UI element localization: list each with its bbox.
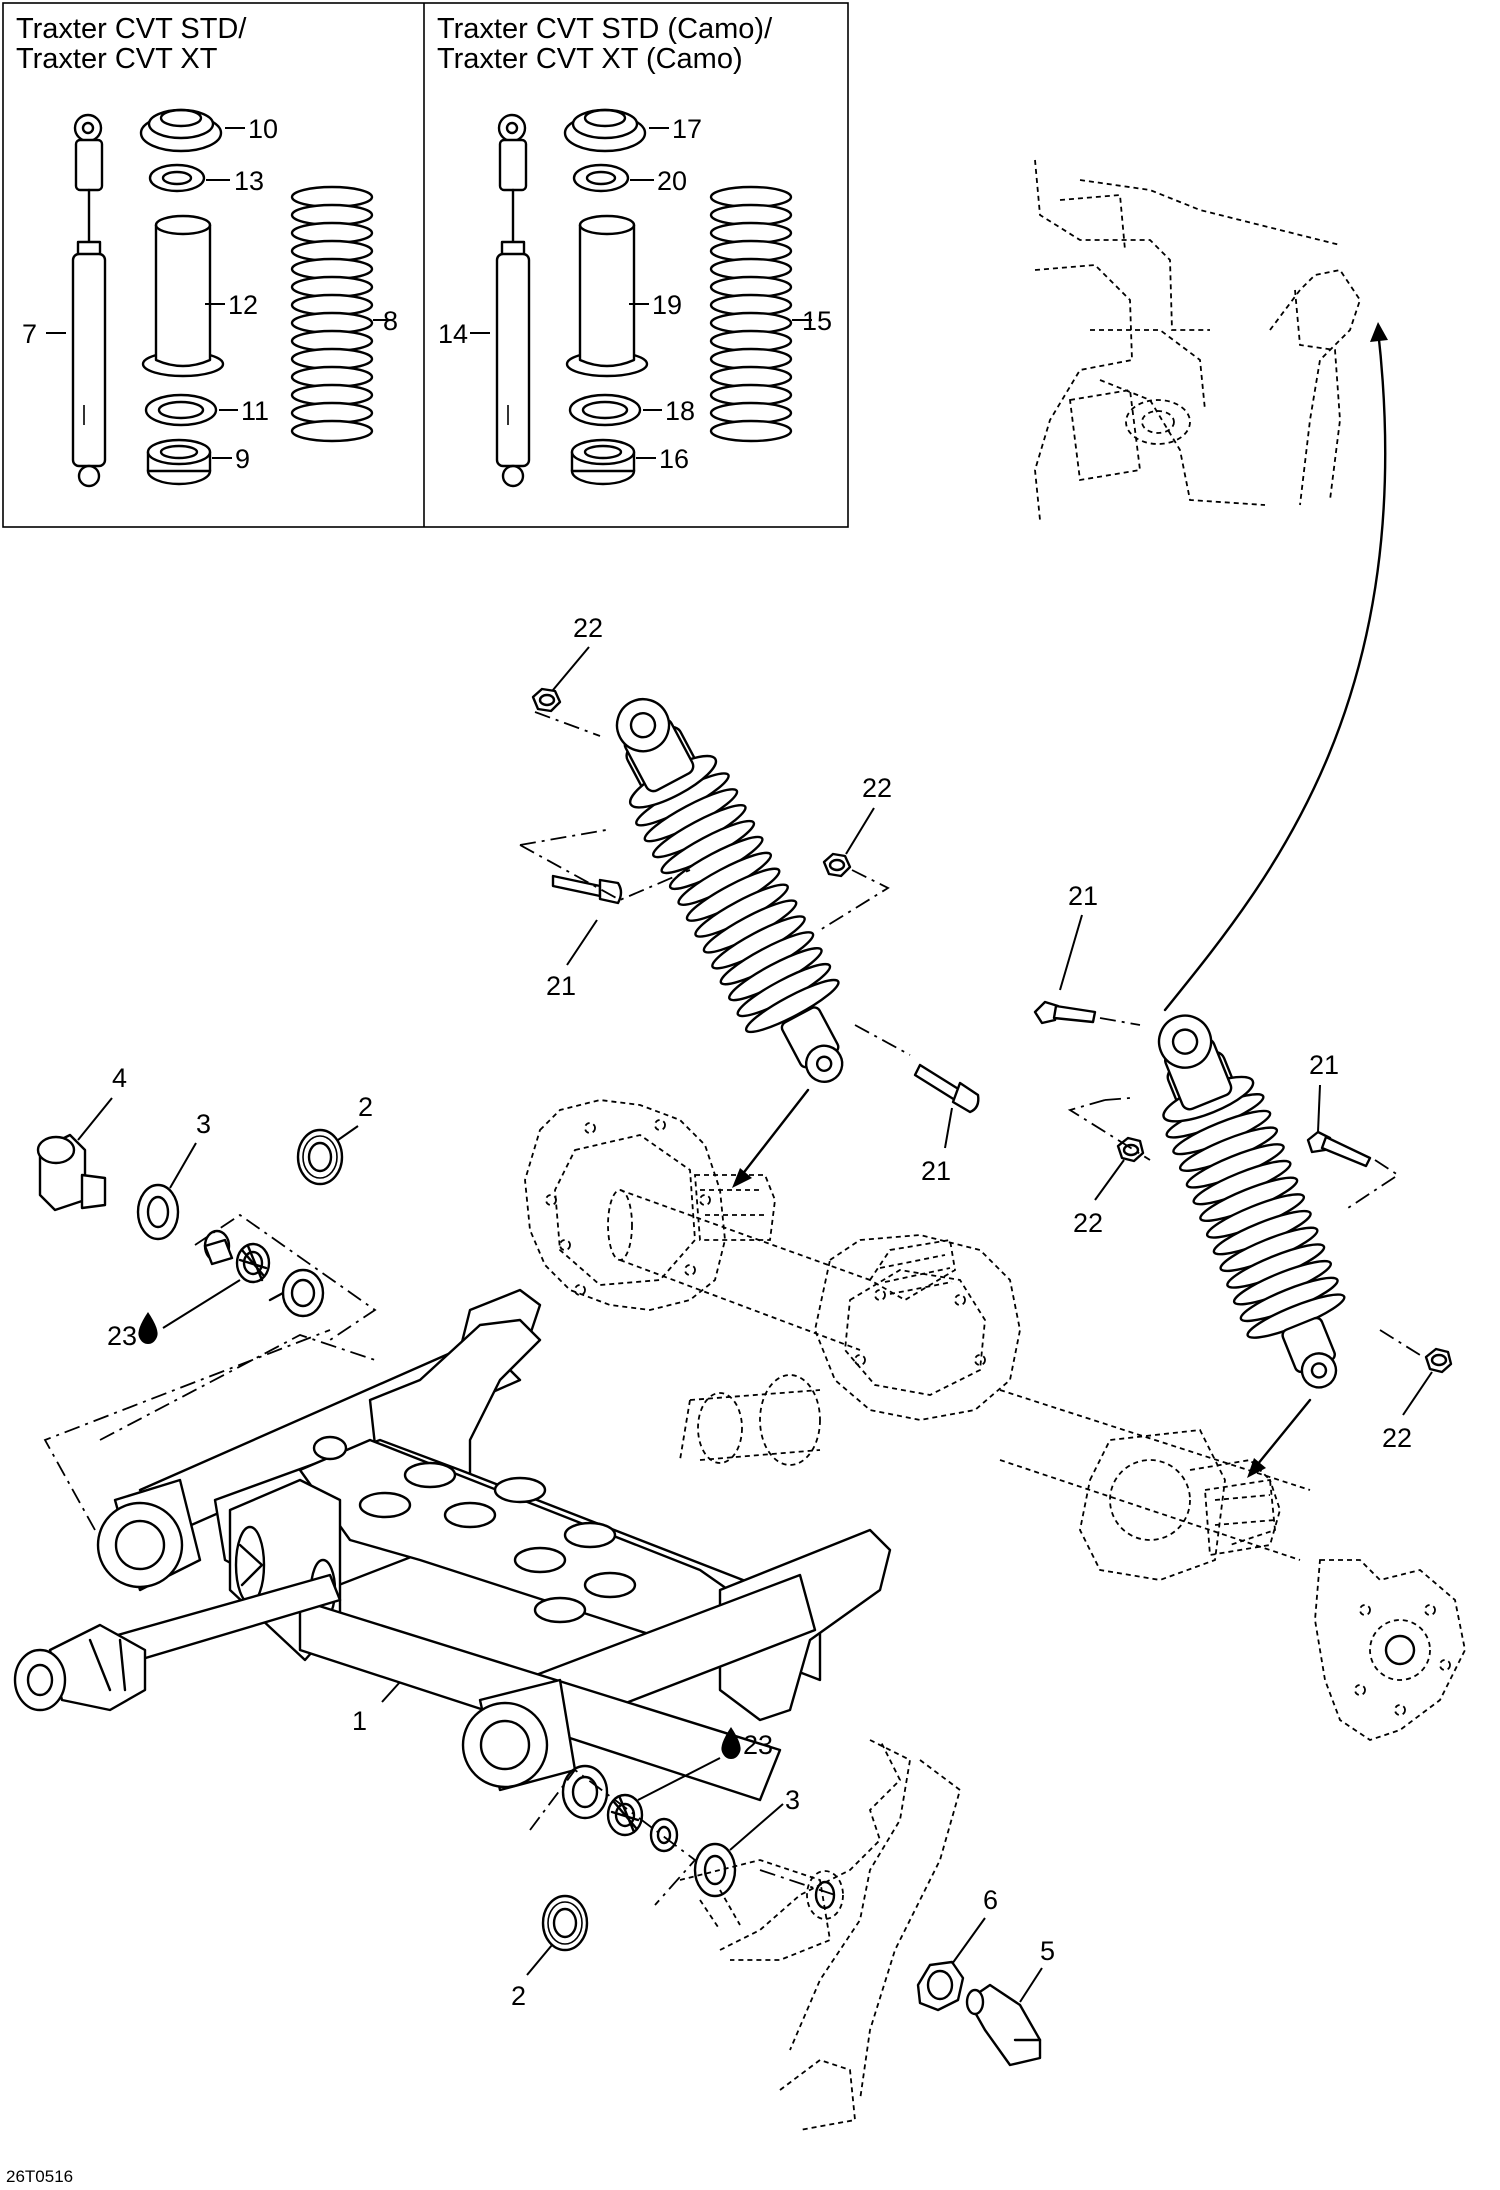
callout-labels: 7 10 13 12 11 9 8 14 17 20 19 18 16 15 2…: [22, 114, 1433, 2011]
coil-spring-8: [290, 185, 374, 443]
bolt-21-c: [1033, 1000, 1097, 1025]
callout-22-d: 22: [1382, 1423, 1412, 1453]
callout-15: 15: [802, 306, 832, 336]
nut-22-b: [822, 852, 852, 878]
callout-7: 7: [22, 319, 37, 349]
callout-3-b: 3: [785, 1785, 800, 1815]
bolt-21-b: [913, 1063, 980, 1114]
callout-21-b: 21: [1068, 881, 1098, 911]
callout-21-c: 21: [1309, 1050, 1339, 1080]
clip-20: [572, 163, 630, 193]
bushing-right: [561, 1764, 609, 1820]
washer-11: [144, 393, 218, 427]
callout-8: 8: [383, 306, 398, 336]
callout-13: 13: [234, 166, 264, 196]
nut-6: [916, 1960, 965, 2012]
install-arrows: [732, 1088, 1312, 1478]
bolt-21-d: [1306, 1130, 1372, 1168]
callout-18: 18: [665, 396, 695, 426]
callout-23-b: 23: [743, 1730, 773, 1760]
left-pivot-parts: [36, 1128, 377, 1531]
shock-assembly-b: [1033, 1000, 1453, 1389]
bearing-2-left: [296, 1128, 344, 1186]
shock-assembly-a: [519, 687, 980, 1114]
inset-parts-left: [71, 108, 374, 488]
callout-19: 19: [652, 290, 682, 320]
spacer-right: [649, 1817, 679, 1853]
callout-11: 11: [241, 396, 269, 426]
callout-5: 5: [1040, 1936, 1055, 1966]
callout-2-a: 2: [358, 1092, 373, 1122]
inset-left-title-line1: Traxter CVT STD/: [16, 13, 247, 45]
driveshaft: [13, 1573, 342, 1712]
inset-right-title-line1: Traxter CVT STD (Camo)/: [437, 13, 773, 45]
spring-seat-10: [139, 108, 223, 153]
callout-16: 16: [659, 444, 689, 474]
drawing-code: 26T0516: [6, 2167, 73, 2186]
inset-leaders: [46, 127, 812, 459]
variant-inset-panel: Traxter CVT STD/ Traxter CVT XT Traxter …: [2, 2, 849, 528]
mounting-arrow: [1163, 322, 1388, 1012]
rear-axle-assembly: [524, 1099, 1466, 1741]
nut-22-a: [531, 687, 562, 713]
callout-14: 14: [438, 319, 468, 349]
clip-13: [148, 163, 206, 193]
inset-parts-right: [495, 108, 793, 488]
needle-bearing-23-right: [606, 1793, 644, 1837]
inset-right-title-line2: Traxter CVT XT (Camo): [437, 43, 743, 75]
seal-3-left: [136, 1183, 180, 1241]
callout-4: 4: [112, 1063, 127, 1093]
bushing-left: [268, 1268, 325, 1318]
shock-absorber-7: [71, 113, 107, 488]
callout-2-b: 2: [511, 1981, 526, 2011]
callout-22-a: 22: [573, 613, 603, 643]
coil-spring-15: [709, 185, 793, 443]
oil-drop-icon-b: [721, 1727, 741, 1759]
bearing-2-right: [541, 1894, 589, 1952]
bumper-12: [141, 214, 225, 378]
callout-23-a: 23: [107, 1321, 137, 1351]
right-pivot-parts: [529, 1739, 1042, 2131]
spacer-left: [203, 1229, 234, 1266]
callout-20: 20: [657, 166, 687, 196]
seal-3-right: [693, 1842, 737, 1898]
callout-21-d: 21: [921, 1156, 951, 1186]
inset-left-title-line2: Traxter CVT XT: [16, 43, 218, 75]
callout-22-b: 22: [862, 773, 892, 803]
callout-6: 6: [983, 1885, 998, 1915]
swing-arm-1: [96, 1288, 892, 1802]
callout-22-c: 22: [1073, 1208, 1103, 1238]
pivot-bolt-4: [36, 1133, 107, 1212]
oil-drop-icon-a: [138, 1312, 158, 1344]
washer-18: [568, 393, 642, 427]
pivot-bolt-5: [965, 1983, 1042, 2067]
bolt-21-a: [551, 874, 623, 905]
nut-22-d: [1424, 1347, 1453, 1374]
shock-absorber-14: [495, 113, 531, 488]
callout-3-a: 3: [196, 1109, 211, 1139]
adjuster-ring-9: [146, 438, 212, 486]
frame-mount-view: [1034, 159, 1361, 521]
callout-17: 17: [672, 114, 702, 144]
callout-10: 10: [248, 114, 278, 144]
callout-9: 9: [235, 444, 250, 474]
spring-seat-17: [563, 108, 647, 153]
bumper-19: [565, 214, 649, 378]
callout-21-a: 21: [546, 971, 576, 1001]
callout-1: 1: [352, 1706, 367, 1736]
needle-bearing-23-left: [235, 1242, 271, 1284]
callout-12: 12: [228, 290, 258, 320]
adjuster-ring-16: [570, 438, 636, 486]
